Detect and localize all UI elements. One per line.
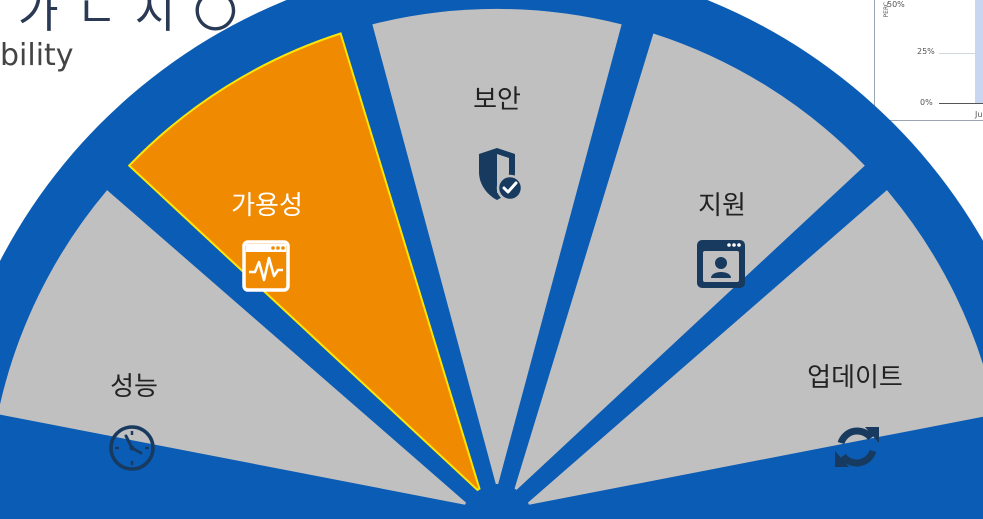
segment-security[interactable] (372, 8, 622, 484)
thumb-tick-25: 25% (917, 47, 935, 56)
thumb-bar (975, 0, 983, 103)
refresh-icon (835, 427, 879, 467)
thumb-tick-0: 0% (920, 98, 933, 107)
segment-security-shape (372, 8, 622, 484)
segment-updates[interactable] (527, 190, 983, 505)
segment-availability-shape (127, 32, 481, 492)
thumb-tick-50: 50% (887, 0, 905, 9)
chart-thumbnail[interactable]: 50% PERC 25% 0% Ju (874, 0, 983, 121)
segment-support[interactable] (514, 33, 865, 490)
page-subtitle: bility (0, 38, 74, 73)
segment-availability-label: 가용성 (231, 191, 303, 221)
window-pulse-icon (242, 240, 290, 292)
segment-performance-shape (0, 190, 467, 505)
segment-updates-shape (527, 190, 983, 505)
thumb-gridline (939, 53, 983, 54)
segment-updates-label: 업데이트 (807, 363, 903, 393)
segment-performance[interactable] (0, 190, 467, 505)
segment-support-label: 지원 (698, 191, 746, 221)
segment-support-shape (514, 33, 865, 490)
segment-availability[interactable] (127, 32, 481, 492)
window-person-icon (697, 240, 745, 288)
thumb-x-label: Ju (975, 110, 983, 119)
wheel-top-stem (480, 0, 506, 10)
page-title-fragment: 가 ㄴ 시 〇 (18, 0, 240, 38)
clock-icon (109, 425, 155, 471)
segment-performance-label: 성능 (110, 372, 158, 402)
thumb-x-axis (939, 103, 983, 104)
shield-check-icon (479, 148, 524, 202)
segment-security-label: 보안 (473, 85, 521, 115)
